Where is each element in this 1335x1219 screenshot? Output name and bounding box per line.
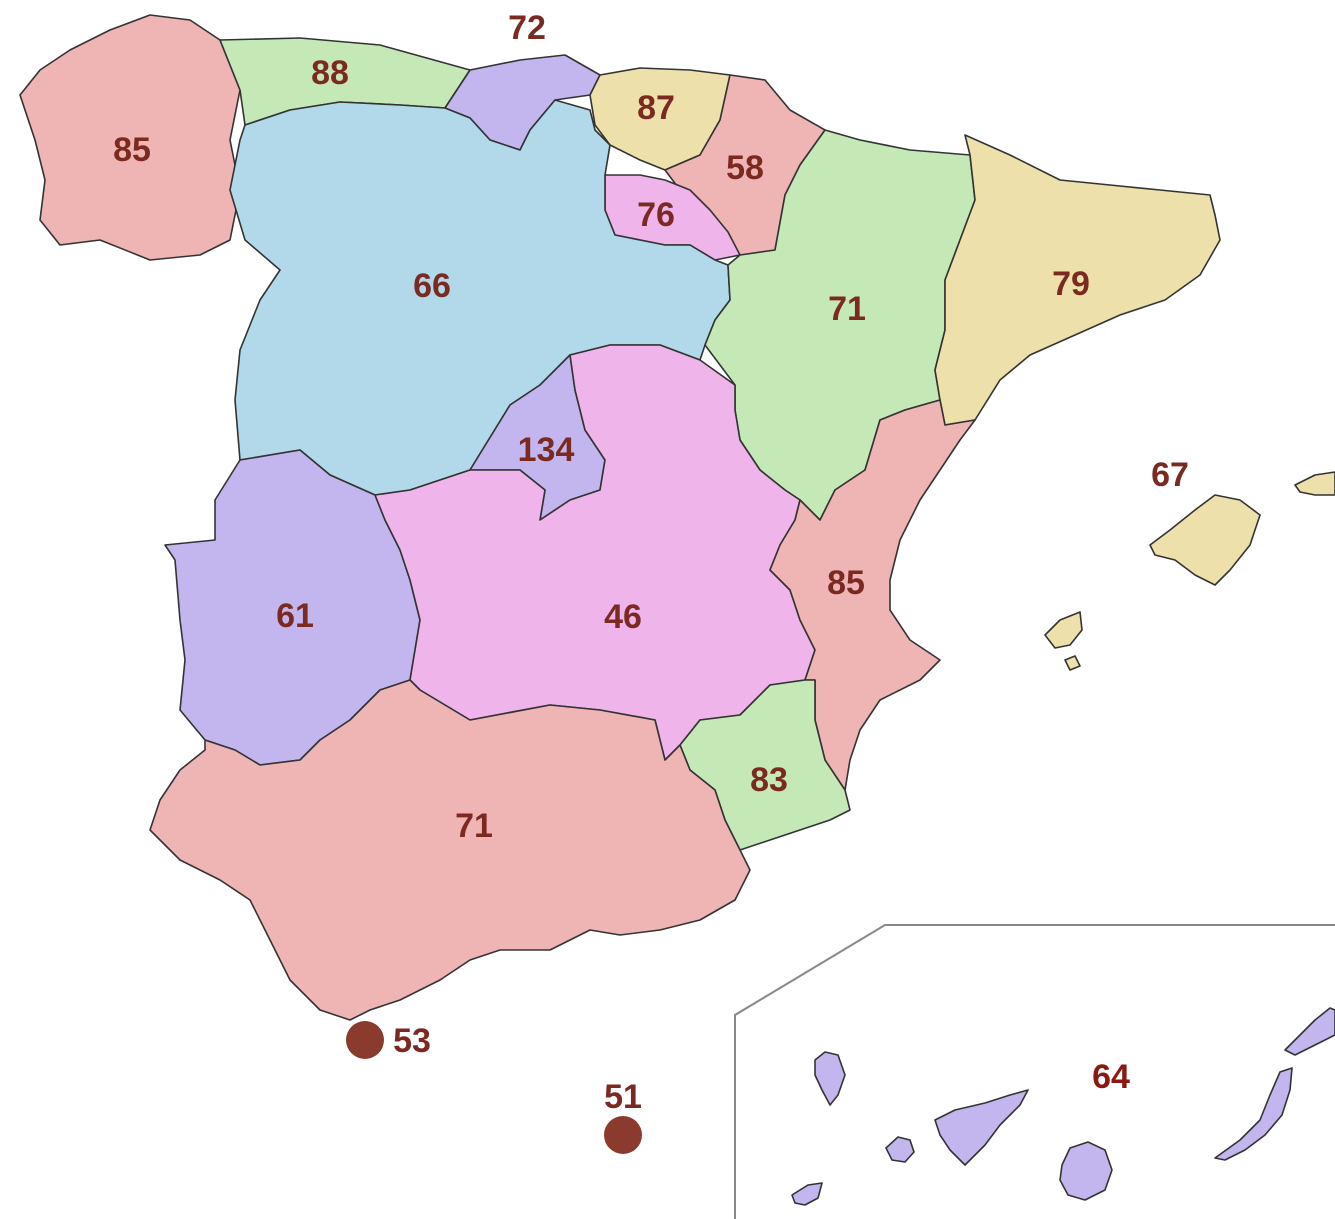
value-label-valencia: 85 [827,564,865,602]
value-label-la-rioja: 76 [637,196,675,234]
region-canarias-el-hierro[interactable] [791,1182,823,1206]
value-label-navarra: 58 [726,149,764,187]
marker-melilla[interactable] [604,1116,642,1154]
marker-ceuta[interactable] [346,1021,384,1059]
region-canarias-lanzarote[interactable] [1284,1007,1335,1056]
region-baleares-formentera[interactable] [1064,655,1081,671]
region-canarias-tenerife[interactable] [934,1089,1029,1166]
region-canarias-la-gomera[interactable] [885,1136,915,1163]
value-label-galicia: 85 [113,131,151,169]
value-label-castilla-la-mancha: 46 [604,598,642,636]
value-label-extremadura: 61 [276,597,314,635]
region-canarias-fuerteventura[interactable] [1214,1067,1293,1161]
value-label-baleares: 67 [1151,456,1189,494]
value-label-madrid: 134 [518,431,575,469]
value-label-andalucia: 71 [455,807,493,845]
canarias-inset-frame [734,924,1335,1219]
value-label-cataluna: 79 [1052,265,1090,303]
value-label-asturias: 88 [311,54,349,92]
value-label-aragon: 71 [828,290,866,328]
region-baleares-mallorca[interactable] [1149,494,1261,586]
region-cataluna[interactable] [934,134,1221,426]
region-canarias-gran-canaria[interactable] [1059,1141,1113,1201]
value-label-murcia: 83 [750,761,788,799]
region-canarias-la-palma[interactable] [814,1051,846,1106]
region-andalucia[interactable] [149,679,751,1021]
region-murcia[interactable] [679,679,851,851]
value-label-ceuta: 53 [393,1022,431,1060]
value-label-cantabria: 72 [508,9,546,47]
value-label-castilla-y-leon: 66 [413,267,451,305]
region-baleares-ibiza[interactable] [1044,611,1083,649]
value-label-canarias: 64 [1092,1058,1130,1096]
region-baleares-menorca[interactable] [1294,471,1335,496]
value-label-pais-vasco: 87 [637,89,675,127]
value-label-melilla: 51 [604,1078,642,1116]
